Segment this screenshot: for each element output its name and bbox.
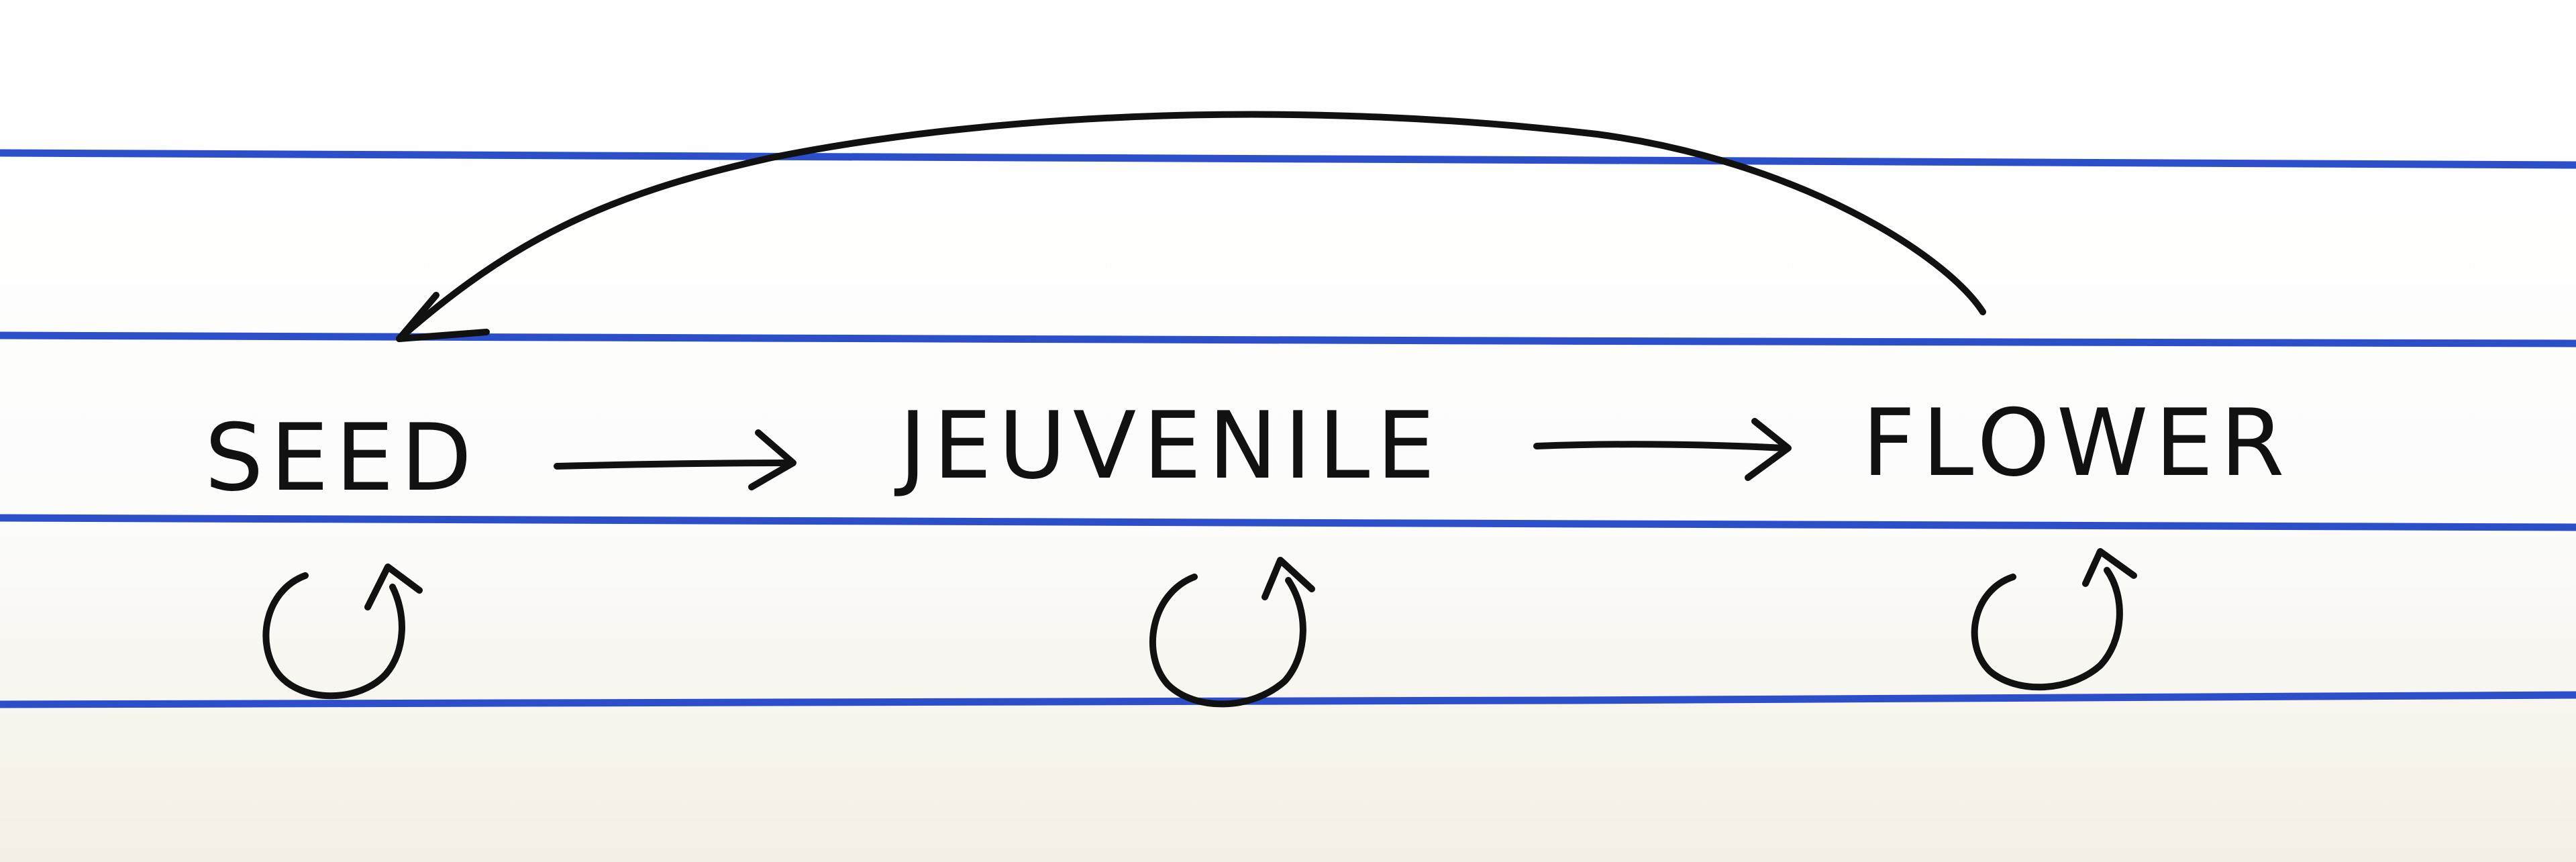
ruled-line	[0, 149, 2576, 169]
node-label-flower: FLOWER	[1862, 389, 2291, 497]
node-label-seed: SEED	[205, 404, 478, 512]
cycle-icon	[1149, 557, 1315, 708]
arrow-flower-to-seed	[396, 111, 1986, 342]
arrow-jeuvenile-to-flower	[1533, 418, 1792, 481]
arrow-seed-to-jeuvenile	[554, 429, 796, 490]
cycle-icon	[1971, 548, 2137, 691]
node-label-jeuvenile: JEUVENILE	[894, 392, 1442, 500]
cycle-icon	[262, 563, 423, 700]
ruled-line	[0, 331, 2576, 347]
ruled-line	[0, 691, 2576, 708]
ruled-line	[0, 514, 2576, 531]
